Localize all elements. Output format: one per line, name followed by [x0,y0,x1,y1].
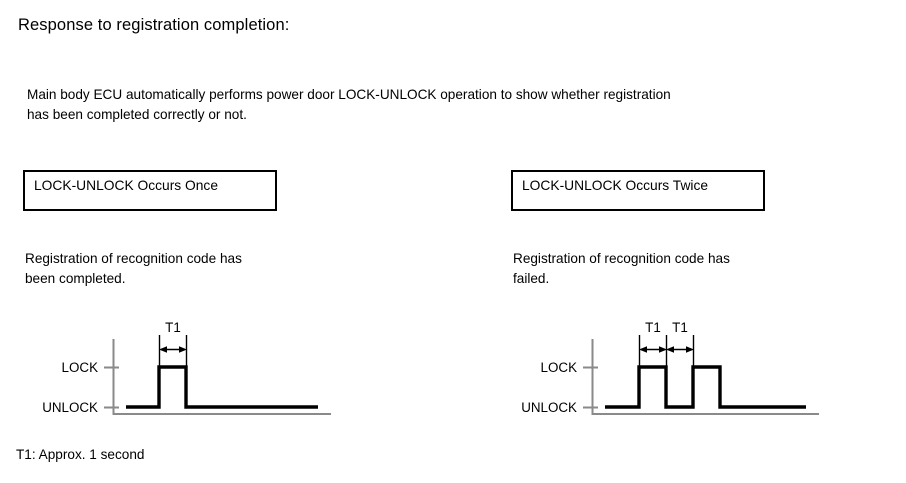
intro-paragraph: Main body ECU automatically performs pow… [27,85,887,125]
timing-diagram-once: LOCK UNLOCK T1 [20,312,350,427]
case-box-once: LOCK-UNLOCK Occurs Once [23,170,277,211]
intro-line-2: has been completed correctly or not. [27,107,247,122]
timing-diagram-twice: LOCK UNLOCK T1 T1 [508,312,838,427]
case-desc-twice-line-1: Registration of recognition code has [513,251,730,266]
case-box-twice: LOCK-UNLOCK Occurs Twice [511,170,765,211]
case-desc-twice-line-2: failed. [513,271,550,286]
case-box-label-once: LOCK-UNLOCK Occurs Once [34,178,219,193]
unlock-axis-label: UNLOCK [42,400,98,415]
page-title: Response to registration completion: [18,16,290,34]
unlock-axis-label: UNLOCK [521,400,577,415]
dimension-label-t1-first: T1 [645,320,661,335]
case-box-label-twice: LOCK-UNLOCK Occurs Twice [522,178,709,193]
dimension-label-t1-second: T1 [672,320,688,335]
waveform-trace [126,365,318,409]
dimension-arrow-t1-first [639,346,667,353]
waveform-trace [605,365,806,409]
case-desc-once-line-2: been completed. [25,271,126,286]
case-desc-once-line-1: Registration of recognition code has [25,251,242,266]
lock-axis-label: LOCK [541,360,578,375]
dimension-arrow-t1-second [666,346,694,353]
case-description-twice: Registration of recognition code has fai… [513,249,823,289]
case-description-once: Registration of recognition code has bee… [25,249,335,289]
intro-line-1: Main body ECU automatically performs pow… [27,87,671,102]
dimension-label-t1: T1 [165,320,181,335]
dimension-arrow-t1 [159,346,187,353]
footnote-t1: T1: Approx. 1 second [16,447,145,462]
lock-axis-label: LOCK [62,360,99,375]
